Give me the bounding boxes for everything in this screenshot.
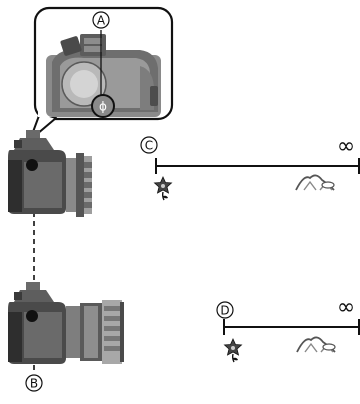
camera-bottom [8, 282, 124, 364]
svg-text:ϕ: ϕ [99, 100, 107, 114]
mountain-icon [295, 174, 335, 191]
label-d-text: D [220, 304, 229, 318]
camera-top [8, 130, 92, 217]
infinity-symbol-top: ∞ [337, 134, 355, 159]
callout-box: ϕ A [29, 6, 174, 141]
infinity-symbol-bottom: ∞ [337, 295, 355, 320]
label-c-text: C [145, 139, 153, 153]
label-d: D [216, 301, 234, 319]
flower-icon [223, 338, 243, 363]
label-a: A [92, 11, 110, 29]
label-a-text: A [97, 14, 106, 28]
mountain-icon [296, 336, 336, 353]
distance-scale-top: C ∞ [140, 134, 360, 201]
flower-icon [153, 176, 173, 201]
distance-scale-bottom: D ∞ [216, 295, 360, 363]
label-b-text: B [30, 377, 38, 391]
camera-top-closeup: ϕ [46, 30, 161, 118]
label-b: B [25, 374, 43, 392]
label-c: C [140, 136, 158, 154]
